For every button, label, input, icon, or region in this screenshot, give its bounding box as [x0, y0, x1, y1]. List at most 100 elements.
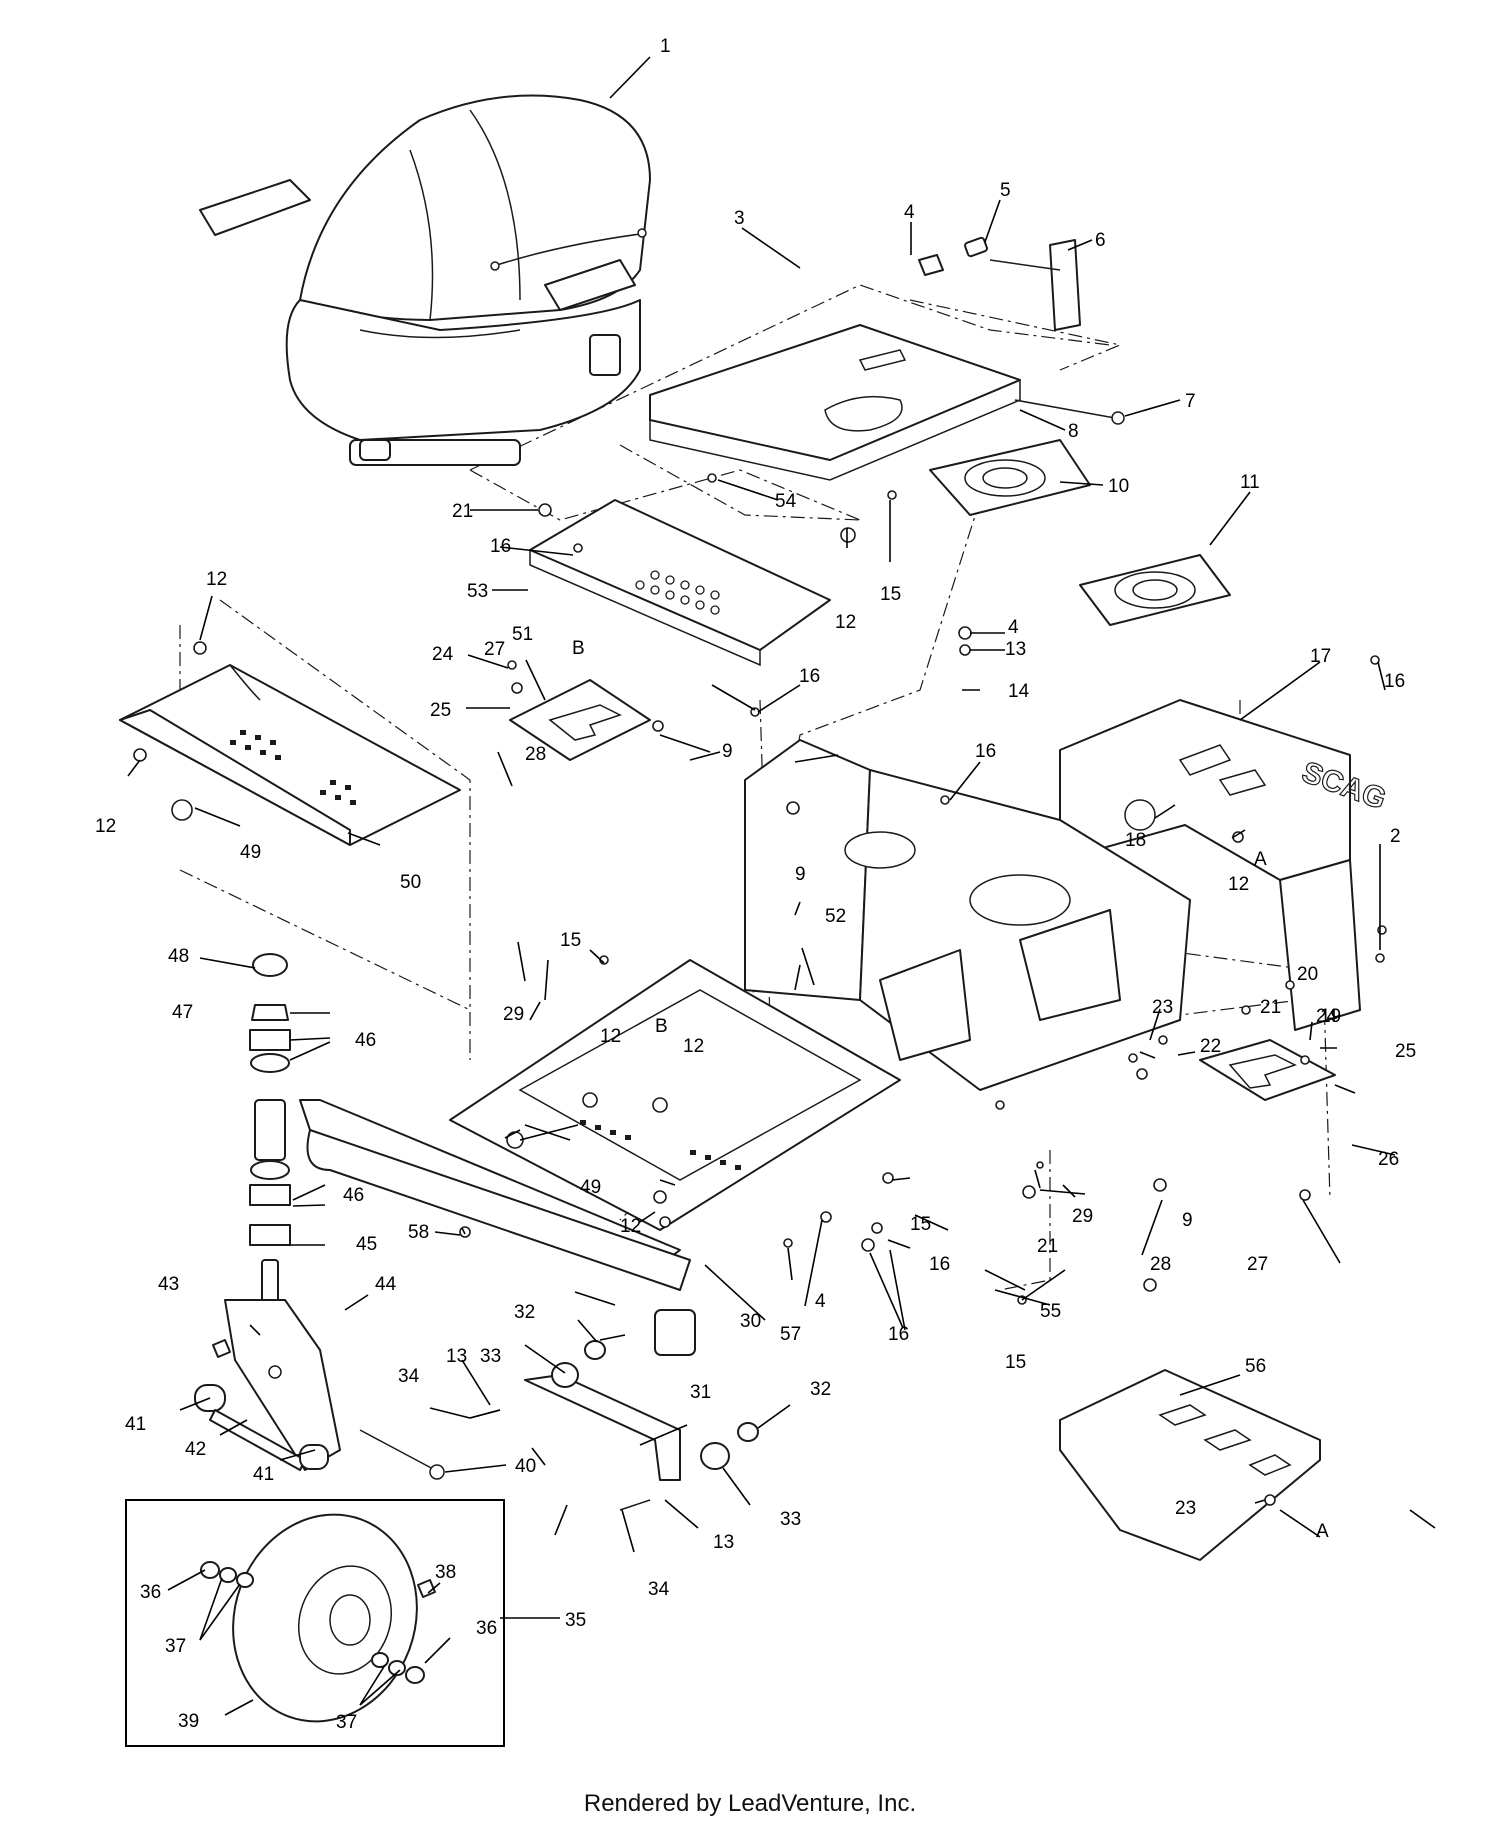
callout-45[interactable]: 45: [356, 1234, 377, 1255]
rear-shield-17[interactable]: SCAG: [1059, 699, 1391, 1031]
callout-37[interactable]: 37: [165, 1636, 186, 1657]
wheel-39[interactable]: [200, 1489, 445, 1748]
callout-11[interactable]: 11: [1240, 472, 1260, 493]
callout-37[interactable]: 37: [336, 1712, 357, 1733]
spindle-stack[interactable]: [249, 953, 291, 1316]
callout-9[interactable]: 9: [795, 864, 806, 885]
callout-16[interactable]: 16: [799, 666, 820, 687]
callout-14[interactable]: 14: [1008, 681, 1030, 702]
callout-12[interactable]: 12: [835, 612, 856, 633]
callout-24[interactable]: 24: [432, 644, 454, 665]
callout-27[interactable]: 27: [484, 639, 505, 660]
callout-12[interactable]: 12: [206, 569, 227, 590]
callout-35[interactable]: 35: [565, 1610, 586, 1631]
callout-17[interactable]: 17: [1310, 646, 1331, 667]
callout-16[interactable]: 16: [975, 741, 996, 762]
callout-21[interactable]: 21: [452, 501, 473, 522]
callout-36[interactable]: 36: [476, 1618, 497, 1639]
callout-12[interactable]: 12: [620, 1216, 641, 1237]
callout-12[interactable]: 12: [1228, 874, 1249, 895]
callout-5[interactable]: 5: [1000, 180, 1011, 201]
callout-48[interactable]: 48: [168, 946, 189, 967]
callout-4[interactable]: 4: [815, 1291, 826, 1312]
callout-51[interactable]: 51: [512, 624, 533, 645]
callout-4[interactable]: 4: [1008, 617, 1019, 638]
callout-20[interactable]: 20: [1297, 964, 1318, 985]
callout-18[interactable]: 18: [1125, 830, 1146, 851]
callout-49[interactable]: 49: [580, 1177, 601, 1198]
callout-55[interactable]: 55: [1040, 1301, 1061, 1322]
callout-36[interactable]: 36: [140, 1582, 161, 1603]
callout-28[interactable]: 28: [525, 744, 546, 765]
callout-7[interactable]: 7: [1185, 391, 1196, 412]
callout-9[interactable]: 9: [1182, 1210, 1193, 1231]
callout-30[interactable]: 30: [740, 1311, 761, 1332]
callout-57[interactable]: 57: [780, 1324, 801, 1345]
plate-26[interactable]: [1199, 1039, 1336, 1101]
seat-mount-parts[interactable]: [490, 228, 1231, 626]
callout-16[interactable]: 16: [888, 1324, 909, 1345]
callout-46[interactable]: 46: [343, 1185, 364, 1206]
callout-41[interactable]: 41: [253, 1464, 274, 1485]
callout-2[interactable]: 2: [1390, 826, 1401, 847]
callout-4[interactable]: 4: [904, 202, 915, 223]
callout-52[interactable]: 52: [825, 906, 846, 927]
callout-29[interactable]: 29: [503, 1004, 524, 1025]
callout-49[interactable]: 49: [240, 842, 261, 863]
callout-19[interactable]: 19: [1320, 1006, 1341, 1027]
callout-32[interactable]: 32: [514, 1302, 535, 1323]
callout-27[interactable]: 27: [1247, 1254, 1268, 1275]
callout-13[interactable]: 13: [713, 1532, 734, 1553]
plate-51[interactable]: [509, 679, 651, 761]
callout-46[interactable]: 46: [355, 1030, 376, 1051]
callout-16[interactable]: 16: [490, 536, 511, 557]
callout-56[interactable]: 56: [1245, 1356, 1266, 1377]
callout-24[interactable]: 24: [1316, 1006, 1338, 1027]
callout-34[interactable]: 34: [398, 1366, 420, 1387]
caster-yoke-44[interactable]: [194, 1299, 445, 1480]
callout-26[interactable]: 26: [1378, 1149, 1399, 1170]
callout-41[interactable]: 41: [125, 1414, 146, 1435]
callout-47[interactable]: 47: [172, 1002, 193, 1023]
callout-33[interactable]: 33: [780, 1509, 801, 1530]
callout-6[interactable]: 6: [1095, 230, 1106, 251]
callout-3[interactable]: 3: [734, 208, 745, 229]
callout-15[interactable]: 15: [1005, 1352, 1026, 1373]
callout-28[interactable]: 28: [1150, 1254, 1171, 1275]
callout-12[interactable]: 12: [600, 1026, 621, 1047]
callout-16[interactable]: 16: [929, 1254, 950, 1275]
callout-23[interactable]: 23: [1175, 1498, 1196, 1519]
callout-9[interactable]: 9: [722, 741, 733, 762]
callout-33[interactable]: 33: [480, 1346, 501, 1367]
callout-34[interactable]: 34: [648, 1579, 670, 1600]
callout-38[interactable]: 38: [435, 1562, 456, 1583]
shield-56[interactable]: [1059, 1369, 1321, 1561]
callout-15[interactable]: 15: [880, 584, 901, 605]
callout-31[interactable]: 31: [690, 1382, 711, 1403]
callout-50[interactable]: 50: [400, 872, 421, 893]
callout-22[interactable]: 22: [1200, 1036, 1221, 1057]
callout-12[interactable]: 12: [95, 816, 116, 837]
callout-13[interactable]: 13: [1005, 639, 1026, 660]
callout-43[interactable]: 43: [158, 1274, 179, 1295]
callout-15[interactable]: 15: [910, 1214, 931, 1235]
callout-53[interactable]: 53: [467, 581, 488, 602]
main-frame[interactable]: [449, 739, 1191, 1231]
front-axle-30[interactable]: [299, 1099, 696, 1356]
callout-32[interactable]: 32: [810, 1379, 831, 1400]
callout-21[interactable]: 21: [1037, 1236, 1058, 1257]
callout-40[interactable]: 40: [515, 1456, 536, 1477]
callout-25[interactable]: 25: [430, 700, 451, 721]
callout-39[interactable]: 39: [178, 1711, 199, 1732]
callout-15[interactable]: 15: [560, 930, 581, 951]
callout-8[interactable]: 8: [1068, 421, 1079, 442]
callout-23[interactable]: 23: [1152, 997, 1173, 1018]
callout-13[interactable]: 13: [446, 1346, 467, 1367]
callout-10[interactable]: 10: [1108, 476, 1129, 497]
callout-12[interactable]: 12: [683, 1036, 704, 1057]
callout-54[interactable]: 54: [775, 491, 797, 512]
callout-1[interactable]: 1: [660, 36, 671, 57]
callout-42[interactable]: 42: [185, 1439, 206, 1460]
footrest-50[interactable]: [119, 664, 461, 846]
callout-29[interactable]: 29: [1072, 1206, 1093, 1227]
